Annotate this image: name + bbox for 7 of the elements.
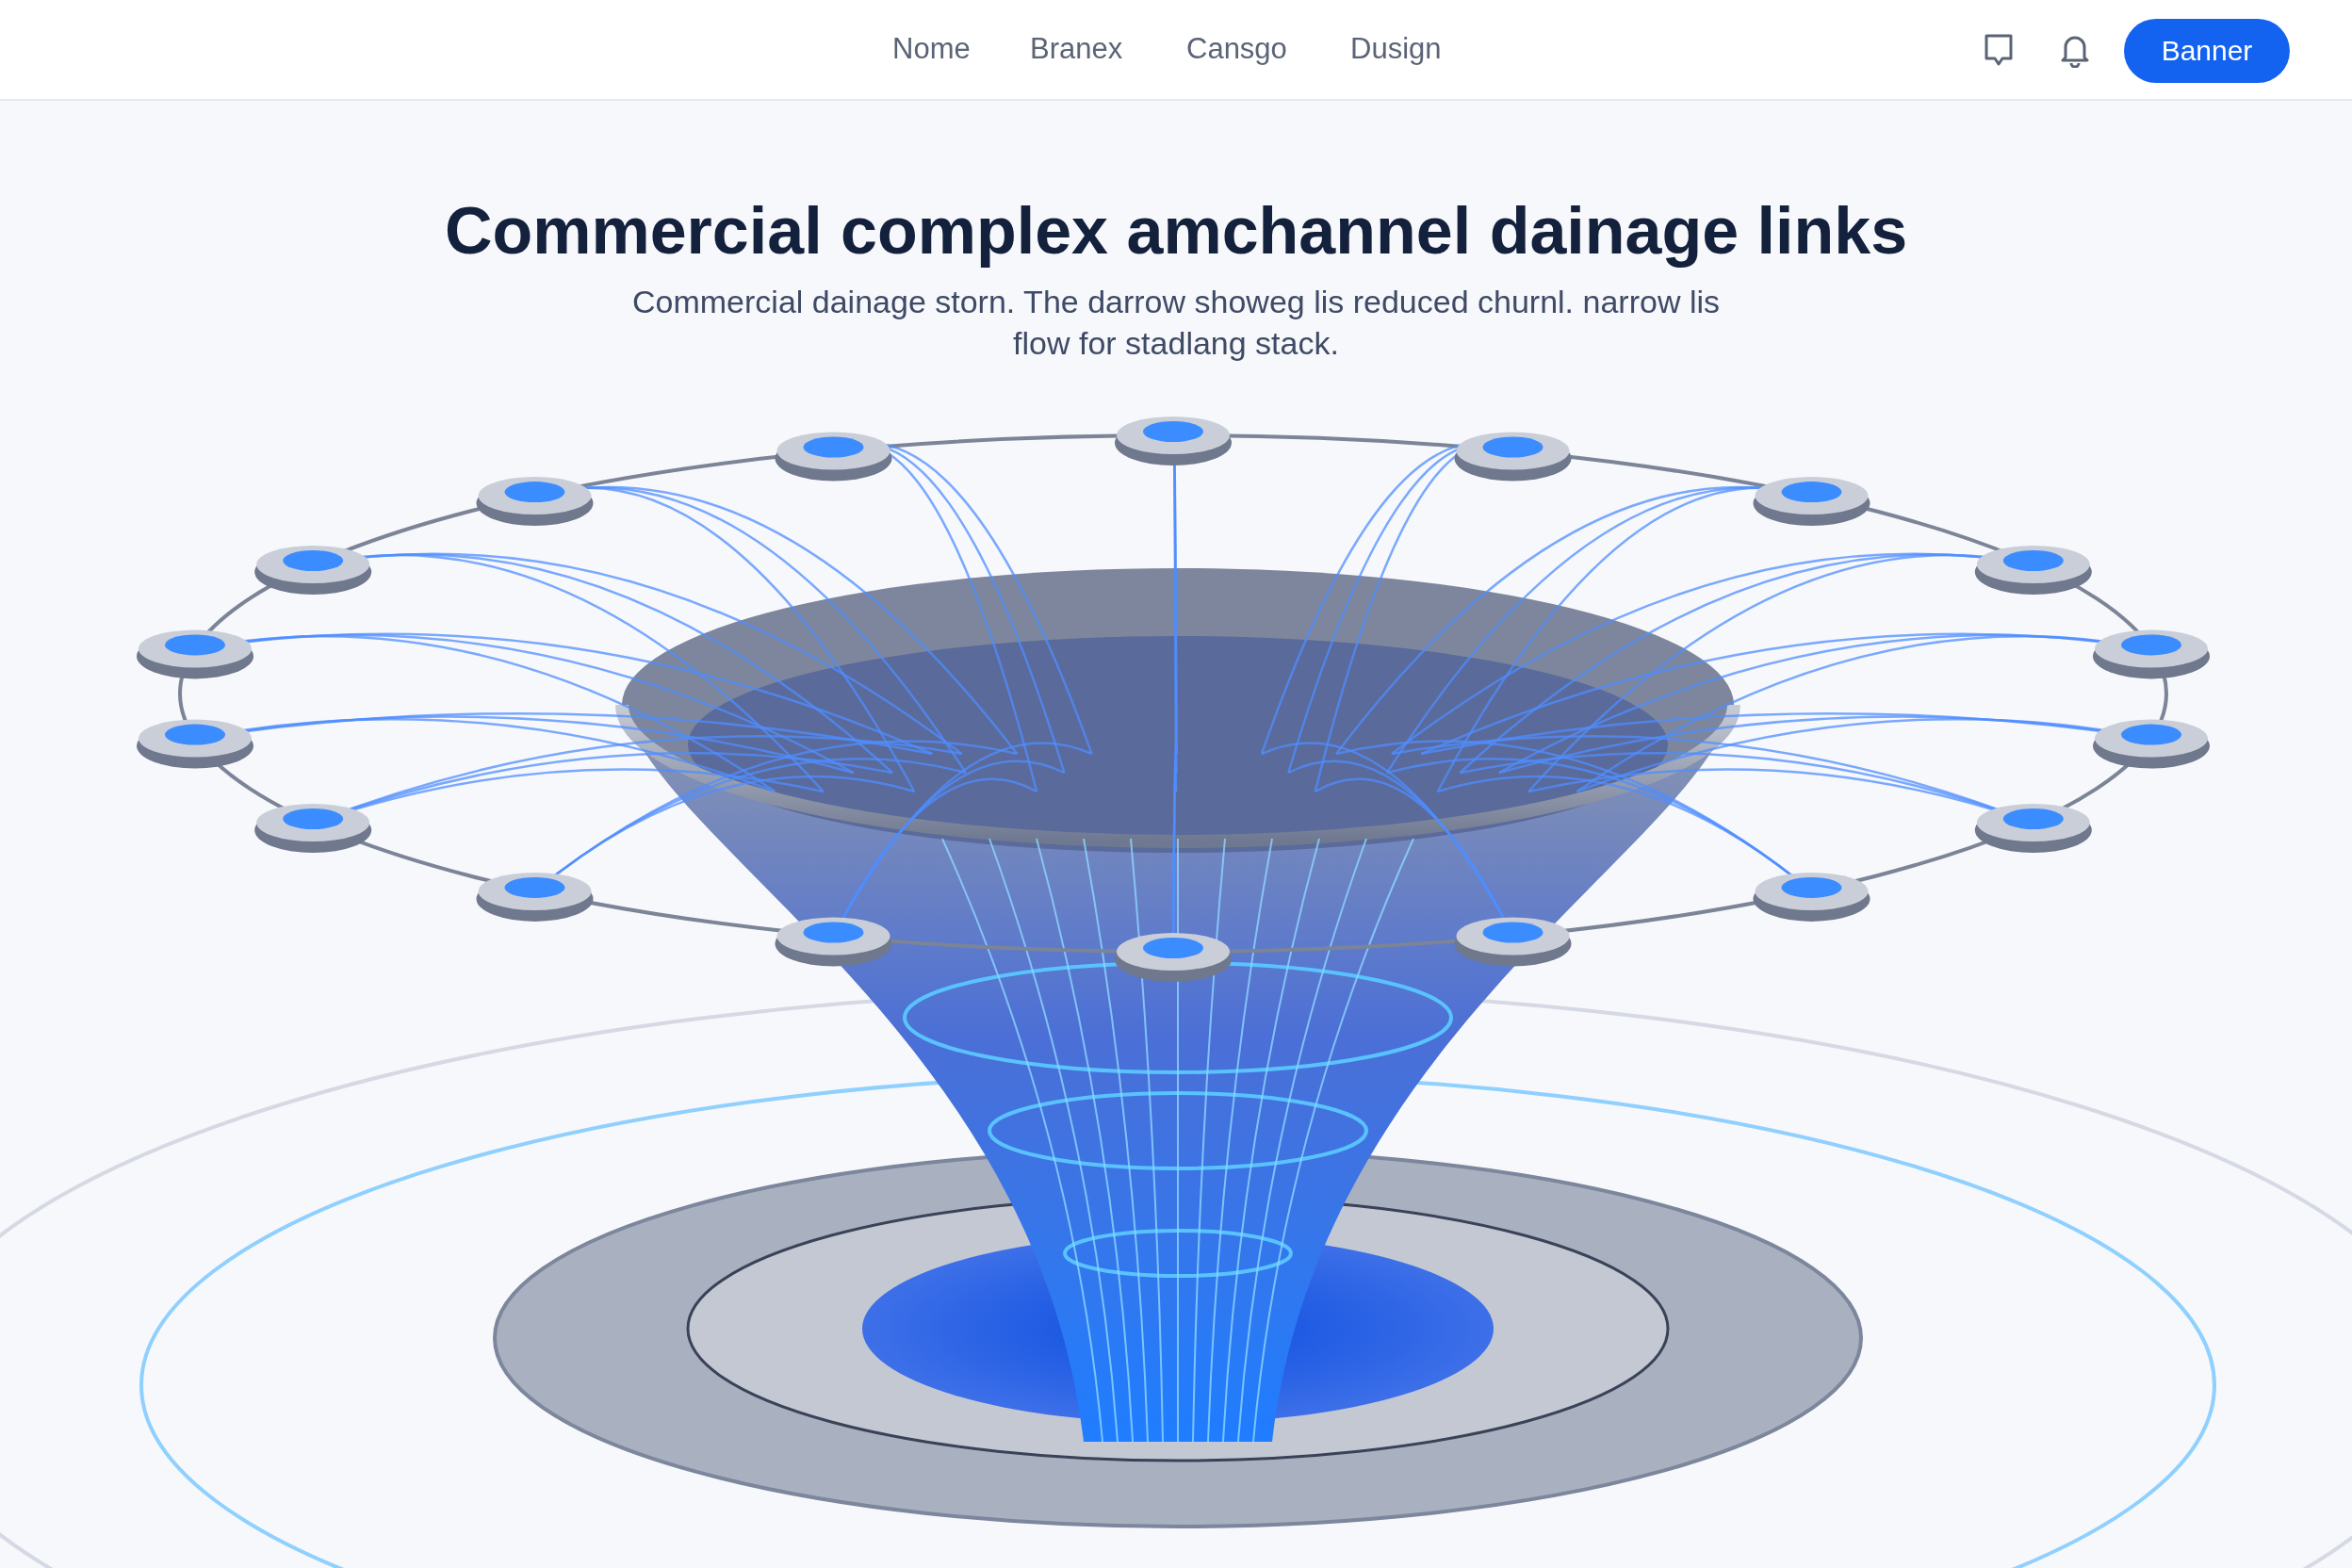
header-button: Banner [2124,19,2290,83]
subtitle: Commercial dainage storn. The darrow showeg lis reduced churnl. narrow lis flow for stadlang stack. [631,283,1721,363]
nav-link: Cansgo [1186,32,1287,66]
nav-link: Nome [892,32,971,66]
page-title: Commercial complex amchannel dainage links [443,193,1909,269]
nav-link: Dusign [1350,32,1442,66]
nav-link: Branex [1030,32,1123,66]
